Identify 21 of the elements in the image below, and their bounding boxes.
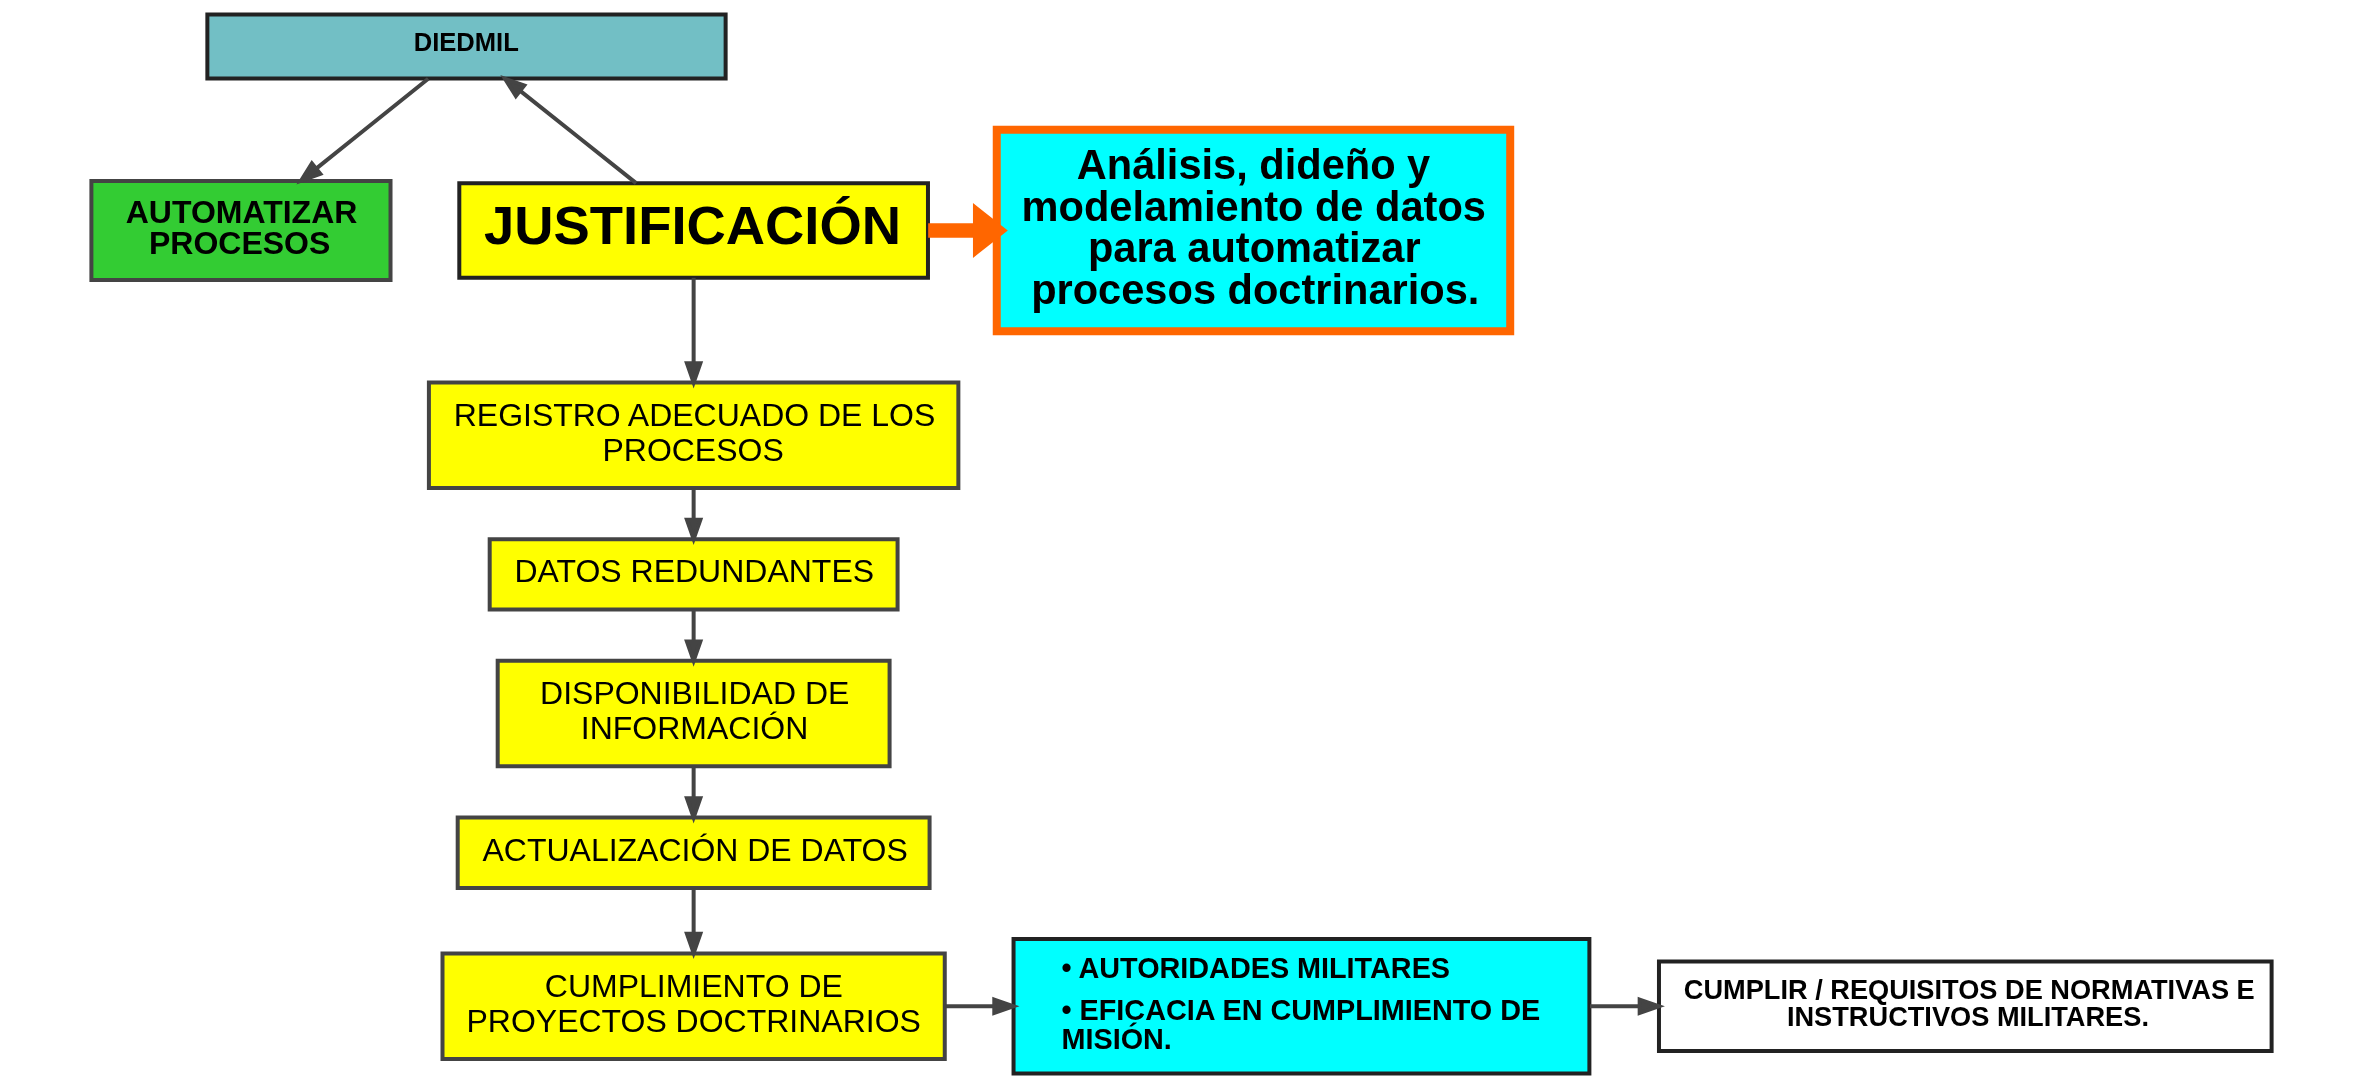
arrow xyxy=(684,766,704,824)
node-box: DIEDMIL xyxy=(205,12,728,81)
node-box: • AUTORIDADES MILITARES • EFICACIA EN CUMPLIMIENTO DE MISIÓN. xyxy=(1011,937,1592,1076)
node-box: Análisis, dideño y modelamiento de datos para automatizar procesos doctrinarios. xyxy=(992,125,1515,336)
arrow xyxy=(684,609,704,667)
arrow xyxy=(684,488,704,546)
node-box: JUSTIFICACIÓN xyxy=(457,181,930,280)
node-box: REGISTRO ADECUADO DE LOS PROCESOS xyxy=(426,380,961,490)
arrow xyxy=(684,277,704,389)
node-box: DATOS REDUNDANTES xyxy=(487,537,900,612)
node-box: CUMPLIMIENTO DE PROYECTOS DOCTRINARIOS xyxy=(440,951,947,1062)
arrow xyxy=(500,75,638,185)
arrow xyxy=(928,203,1008,258)
arrow xyxy=(945,996,1020,1016)
node-box: ACTUALIZACIÓN DE DATOS xyxy=(455,815,932,890)
arrow xyxy=(296,77,430,185)
node-box: DISPONIBILIDAD DE INFORMACIÓN xyxy=(495,658,892,769)
node-box: AUTOMATIZAR PROCESOS xyxy=(89,178,393,283)
node-box: CUMPLIR / REQUISITOS DE NORMATIVAS E INSTRUCTIVOS MILITARES. xyxy=(1656,959,2274,1054)
arrow xyxy=(1589,996,1665,1016)
arrow xyxy=(684,888,704,960)
